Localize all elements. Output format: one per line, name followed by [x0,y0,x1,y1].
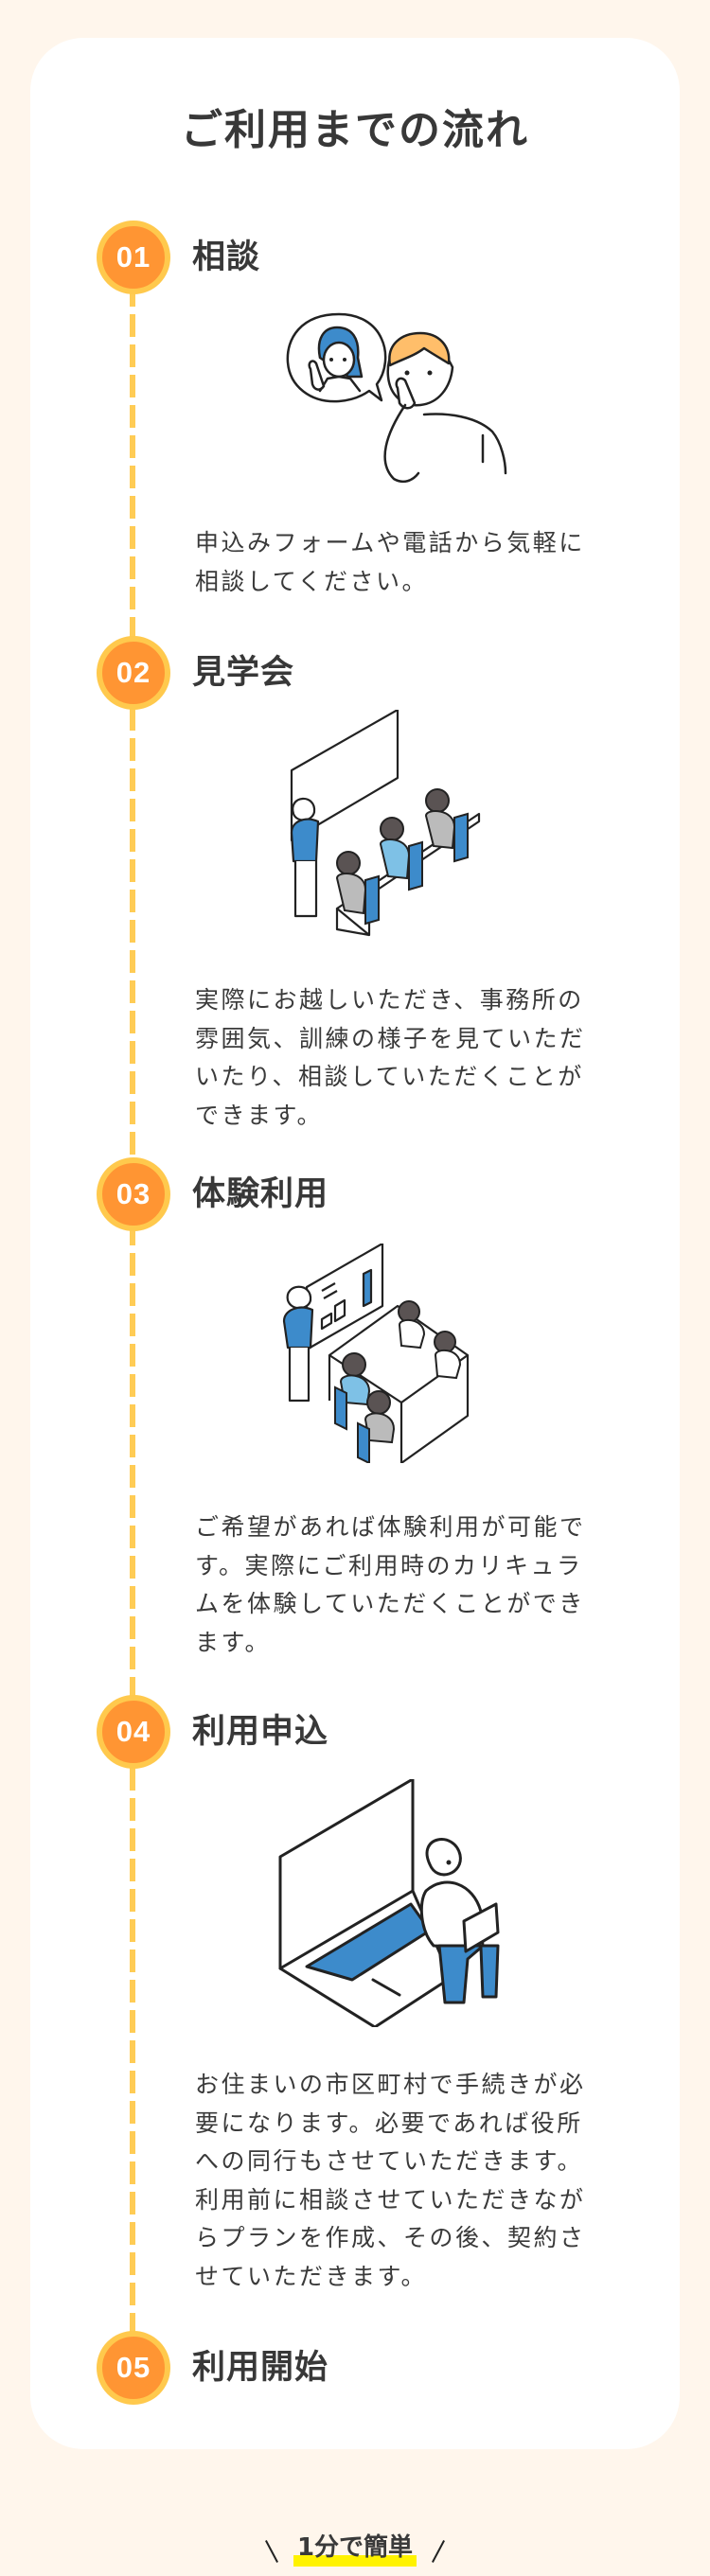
step-description-line: お住まいの市区町村で手続きが必 [195,2071,586,2098]
flow-card [30,38,680,2449]
step-number-badge: 02 [97,636,170,710]
trial-meeting-illustration [282,1244,470,1463]
step-title: 利用開始 [192,2349,329,2387]
step-description: 実際にお越しいただき、事務所の 雰囲気、訓練の様子を見ていただ いたり、相談して… [195,981,612,1135]
right-slash-decoration [432,2539,446,2563]
step-description: 申込みフォームや電話から気軽に 相談してください。 [195,524,612,601]
step-description-line: す。実際にご利用時のカリキュラ [195,1551,583,1579]
step-description-line: 要になります。必要であれば役所 [195,2108,583,2137]
step-description: お住まいの市区町村で手続きが必 要になります。必要であれば役所 への同行もさせて… [195,2066,612,2296]
step-number-badge: 03 [97,1157,170,1231]
page-title: ご利用までの流れ [181,106,529,154]
step-number-badge: 01 [97,221,170,294]
step-title: 利用申込 [192,1713,329,1751]
step-description-line: 雰囲気、訓練の様子を見ていただ [195,1024,586,1052]
step-description-line: への同行もさせていただきます。 [195,2147,584,2175]
step-description: ご希望があれば体験利用が可能で す。実際にご利用時のカリキュラ ムを体験していた… [195,1509,612,1662]
step-description-line: 相談してください。 [195,567,429,595]
step-description-line: ムを体験していただくことができ [195,1590,585,1617]
footer-label-text: 1分で簡単 [296,2533,414,2562]
step-number-badge: 04 [97,1695,170,1769]
footer-label: 1分で簡単 [293,2529,417,2567]
step-description-line: 申込みフォームや電話から気軽に [195,529,585,556]
step-number-badge: 05 [97,2331,170,2405]
step-description-line: 実際にお越しいただき、事務所の [195,986,584,1014]
left-slash-decoration [264,2539,278,2563]
footer-cta-caption: 1分で簡単 [0,2529,710,2570]
step-title: 体験利用 [192,1175,329,1213]
step-description-line: らプランを作成、その後、契約さ [195,2224,586,2251]
step-description-line: できます。 [195,1101,324,1129]
step-description-line: せていただきます。 [195,2262,428,2290]
step-description-line: 利用前に相談させていただきなが [195,2185,586,2214]
step-title: 相談 [192,238,261,276]
timeline-dashed-line [130,284,135,2338]
application-laptop-illustration [278,1779,500,2027]
phone-consultation-illustration [286,312,507,484]
tour-classroom-illustration [290,710,481,937]
step-title: 見学会 [192,654,295,692]
step-description-line: ご希望があれば体験利用が可能で [195,1513,586,1541]
step-description-line: ます。 [195,1628,272,1656]
step-description-line: いたり、相談していただくことが [195,1063,584,1090]
highlight-marker [293,2555,417,2567]
